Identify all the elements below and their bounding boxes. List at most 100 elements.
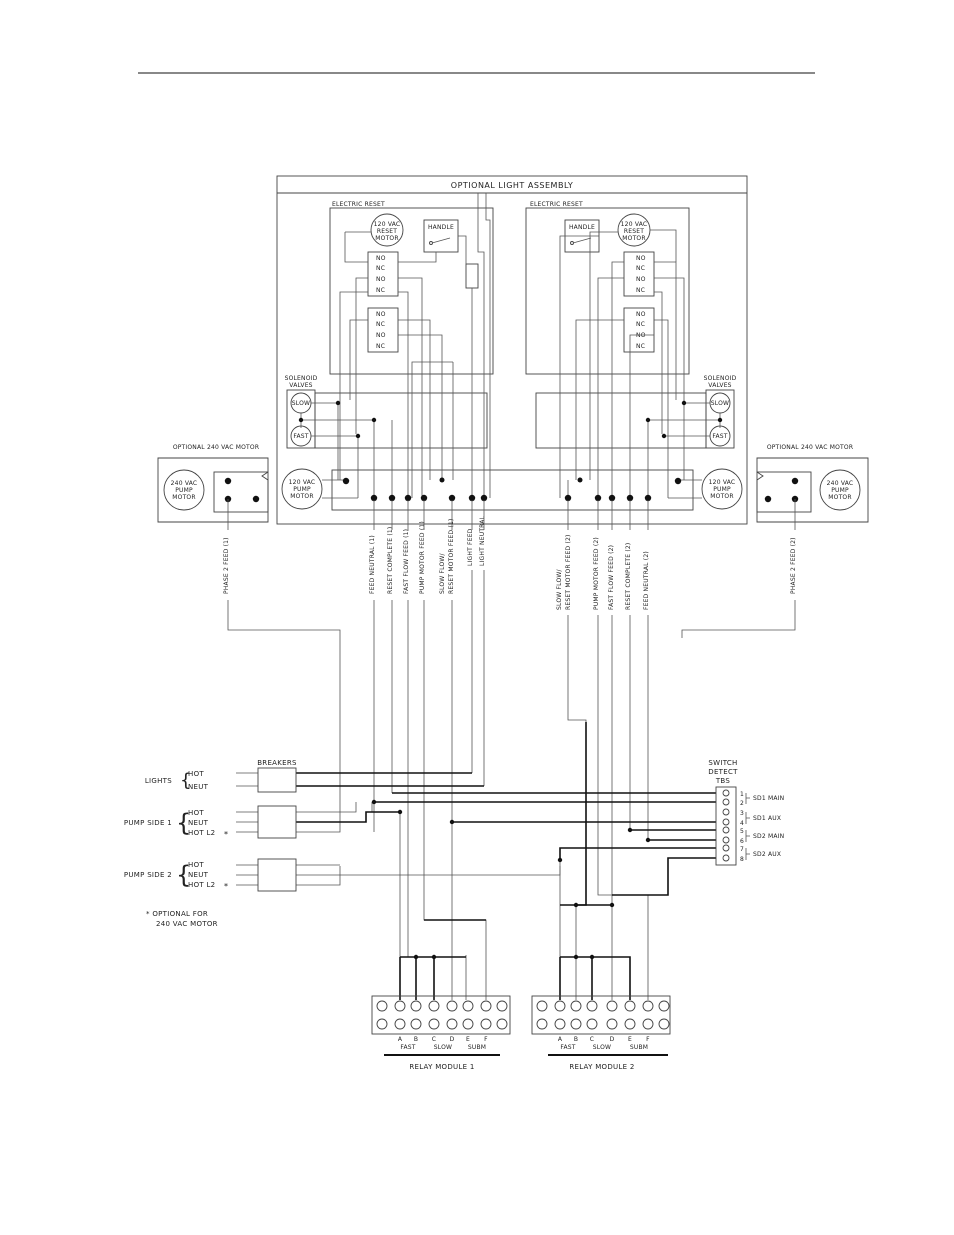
pump-motor-label: MOTOR [290,493,313,500]
relay-letter: F [646,1036,650,1043]
tbs-number: 3 [740,810,744,817]
electric-reset-right-label: ELECTRIC RESET [530,201,583,208]
contact-label: NO [636,311,646,318]
relay-group: FAST [560,1044,575,1051]
relay-letter: B [574,1036,578,1043]
asterisk-mark: * [224,882,229,891]
sd-group-label: SD1 MAIN [753,795,784,802]
optional-240-label: OPTIONAL 240 VAC MOTOR [173,444,259,451]
terminal-strip [331,469,694,511]
wire-label: RESET COMPLETE (1) [387,527,394,594]
relay-letter: A [558,1036,563,1043]
contact-label: NO [376,255,386,262]
wire-label: FEED NEUTRAL (1) [369,535,376,594]
breakers-section: BREAKERS LIGHTS { HOT NEUT PUMP SIDE 1 {… [124,759,297,928]
neut-label: NEUT [188,819,209,827]
panel-title: OPTIONAL LIGHT ASSEMBLY [451,181,573,190]
contact-label: NO [636,332,646,339]
switch-detect-title: TBS [715,777,731,785]
wire-label: SLOW FLOW/ [439,552,446,594]
contact-label: NC [636,265,645,272]
fast-valve-label: FAST [712,433,727,440]
wire-label: RESET MOTOR FEED (1) [448,518,455,594]
relay-letter: D [450,1036,455,1043]
solenoid-valves-right: SOLENOID VALVES SLOW FAST [535,375,736,449]
brace-pump-2: { [176,861,191,889]
relay-group: SUBM [630,1044,648,1051]
contact-label: NC [376,321,385,328]
tbs-number: 8 [740,856,744,863]
pump-motor-label: 120 VAC [289,479,316,486]
handle-label: HANDLE [428,224,454,231]
optional-240-left: OPTIONAL 240 VAC MOTOR 240 VAC PUMP MOTO… [157,444,269,523]
optional-240-right: OPTIONAL 240 VAC MOTOR 240 VAC PUMP MOTO… [756,444,869,523]
contact-label: NC [376,265,385,272]
contact-label: NC [376,287,385,294]
relay-group: SLOW [593,1044,611,1051]
tbs-number: 7 [740,846,744,853]
sd-group-label: SD1 AUX [753,815,781,822]
wire-label: PHASE 2 FEED (2) [790,537,797,594]
pump-motor-240-label: MOTOR [172,494,195,501]
relay-group: SUBM [468,1044,486,1051]
contact-label: NO [376,332,386,339]
relay-module-2: A B C D E F FAST SLOW SUBM RELAY MODULE … [531,995,671,1071]
reset-motor-label: 120 VAC [621,221,648,228]
pump-motor-120-left: 120 VAC PUMP MOTOR [281,468,323,510]
asterisk-mark: * [224,830,229,839]
hot-label: HOT [188,861,204,869]
wire-label: FEED NEUTRAL (2) [643,551,650,610]
relay-group: FAST [400,1044,415,1051]
wire-labels-left: PHASE 2 FEED (1) FEED NEUTRAL (1) RESET … [223,515,486,594]
relay-letter: D [610,1036,615,1043]
tbs-terminals [722,789,730,862]
pump-motor-label: PUMP [713,486,731,493]
reset-motor-label: MOTOR [622,235,645,242]
relay-letter: A [398,1036,403,1043]
brace-pump-1: { [176,809,191,837]
electric-reset-left: ELECTRIC RESET 120 VAC RESET MOTOR HANDL… [329,201,494,375]
relay-letter: B [414,1036,418,1043]
wire-label: SLOW FLOW/ [556,568,563,610]
hot-l2-label: HOT L2 [188,829,215,837]
tbs-number: 4 [740,820,744,827]
wire-label: PUMP MOTOR FEED (1) [419,521,426,594]
optional-note: 240 VAC MOTOR [156,920,218,928]
neut-label: NEUT [188,783,209,791]
pump-side-1-label: PUMP SIDE 1 [124,819,172,827]
tbs-number: 1 [740,791,744,798]
tbs-number: 5 [740,828,744,835]
hot-l2-label: HOT L2 [188,881,215,889]
pump-motor-label: PUMP [293,486,311,493]
tbs-number: 6 [740,838,744,845]
pump-motor-label: 120 VAC [709,479,736,486]
lights-label: LIGHTS [145,777,172,785]
relay-module-1-label: RELAY MODULE 1 [409,1063,474,1071]
electric-reset-left-label: ELECTRIC RESET [332,201,385,208]
contact-label: NO [636,276,646,283]
pump-motor-240-label: PUMP [175,487,193,494]
contact-label: NO [636,255,646,262]
contact-label: NC [636,343,645,350]
light-assembly-panel: OPTIONAL LIGHT ASSEMBLY [276,175,748,525]
reset-motor-label: MOTOR [375,235,398,242]
brace-lights: { [180,770,191,791]
contact-label: NC [636,321,645,328]
handle-label: HANDLE [569,224,595,231]
breakers-title: BREAKERS [257,759,297,767]
wire-label: RESET MOTOR FEED (2) [565,534,572,610]
wire-label: LIGHT FEED [467,528,474,566]
wire-label: LIGHT NEUTRAL [479,515,486,566]
contact-label: NO [376,311,386,318]
pump-side-2-label: PUMP SIDE 2 [124,871,172,879]
pump-motor-240-label: MOTOR [828,494,851,501]
switch-detect-title: DETECT [708,768,738,776]
wire-label: PUMP MOTOR FEED (2) [593,537,600,610]
relay-module-2-label: RELAY MODULE 2 [569,1063,634,1071]
relay-group: SLOW [434,1044,452,1051]
neut-label: NEUT [188,871,209,879]
contact-label: NO [376,276,386,283]
wire-runs [227,499,796,1000]
wire-label: FAST FLOW FEED (2) [608,545,615,610]
